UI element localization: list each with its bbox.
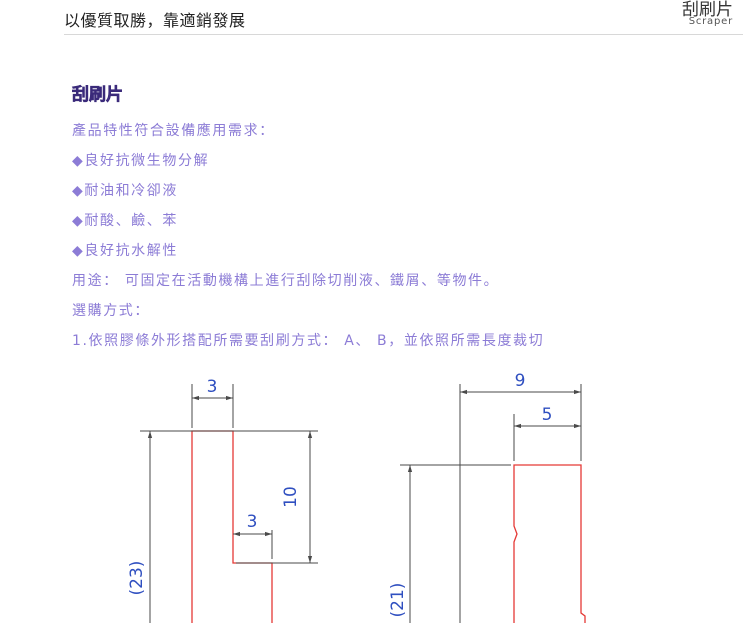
selection-item: 1.依照膠條外形搭配所需要刮刷方式： A、 B，並依照所需長度裁切 [72, 333, 545, 349]
header-divider [64, 34, 743, 35]
profile-a-outline [191, 430, 273, 623]
dimension-label: 5 [542, 405, 553, 425]
usage-text: 用途： 可固定在活動機構上進行刮除切削液、鐵屑、等物件。 [72, 273, 500, 289]
profile-b-diagram: 9 5 (21) [388, 371, 586, 623]
company-tagline: 以優質取勝，靠適銷發展 [64, 11, 246, 30]
feature-item: ◆良好抗水解性 [72, 243, 178, 259]
section-heading: 刮刷片 [72, 85, 124, 106]
feature-item: ◆耐酸、鹼、苯 [72, 213, 178, 229]
selection-heading: 選購方式： [72, 303, 150, 319]
page-title: 刮刷片 [682, 0, 733, 20]
dimension-label: 9 [515, 371, 526, 391]
profile-diagrams: 3 3 10 (23) 9 5 (21) [127, 371, 586, 623]
dimension-label: 10 [281, 486, 301, 508]
dimension-label: 3 [207, 377, 218, 397]
profile-b-outline [513, 464, 586, 623]
features-heading: 產品特性符合設備應用需求： [72, 123, 275, 139]
feature-item: ◆耐油和冷卻液 [72, 183, 178, 199]
page-subtitle: Scraper [688, 16, 733, 27]
page-header: 以優質取勝，靠適銷發展 刮刷片 Scraper [0, 0, 743, 36]
dimension-label: (21) [388, 583, 408, 618]
profile-a-diagram: 3 3 10 (23) [127, 377, 318, 623]
dimension-label: 3 [247, 512, 258, 532]
dimension-label: (23) [127, 561, 147, 596]
feature-item: ◆良好抗微生物分解 [72, 153, 210, 169]
